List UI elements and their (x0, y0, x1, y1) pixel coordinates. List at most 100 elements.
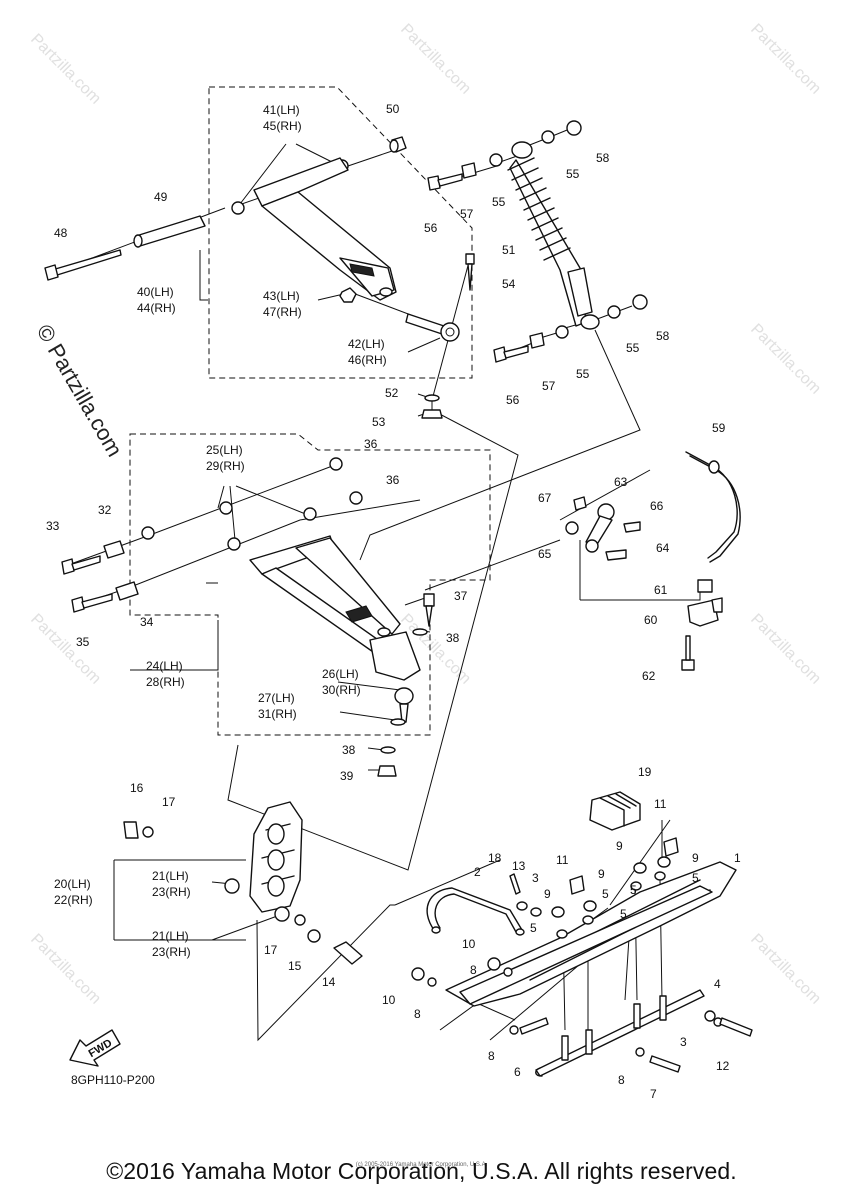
callout-5d: 5 (530, 921, 537, 935)
copyright-footer: ©2016 Yamaha Motor Corporation, U.S.A. A… (106, 1158, 737, 1184)
callout-53: 53 (372, 415, 386, 429)
callout-37: 37 (454, 589, 468, 603)
callout-8b: 8 (414, 1007, 421, 1021)
callout-28: 28(RH) (146, 675, 185, 689)
callout-9b: 9 (692, 851, 699, 865)
part-60-61-62-bracket (681, 579, 723, 671)
callout-63: 63 (614, 475, 628, 489)
callout-10b: 10 (382, 993, 396, 1007)
callout-31: 31(RH) (258, 707, 297, 721)
part-64-67-hardware (565, 496, 641, 561)
callout-19: 19 (638, 765, 652, 779)
callout-5a: 5 (692, 871, 699, 885)
callout-57a: 57 (460, 207, 474, 221)
callout-18: 18 (488, 851, 502, 865)
callout-36a: 36 (364, 437, 378, 451)
callout-20: 20(LH) (54, 877, 91, 891)
callout-36b: 36 (386, 473, 400, 487)
part-20-spindle (249, 801, 303, 913)
callout-21a: 21(LH) (152, 869, 189, 883)
callout-3b: 3 (680, 1035, 687, 1049)
callout-8c: 8 (488, 1049, 495, 1063)
watermark-text: Partzilla.com (747, 321, 824, 398)
callout-40: 40(LH) (137, 285, 174, 299)
callout-35: 35 (76, 635, 90, 649)
callout-55a: 55 (492, 195, 506, 209)
callout-3a: 3 (532, 871, 539, 885)
callout-2: 2 (474, 865, 481, 879)
part-42-ball-joint (405, 313, 460, 342)
callout-30: 30(RH) (322, 683, 361, 697)
callout-48: 48 (54, 226, 68, 240)
callout-32: 32 (98, 503, 112, 517)
callout-39: 39 (340, 769, 354, 783)
group-frames (129, 86, 491, 736)
callout-64: 64 (656, 541, 670, 555)
part-40-upper-arm (253, 157, 397, 301)
callout-23b: 23(RH) (152, 945, 191, 959)
callout-38b: 38 (342, 743, 356, 757)
callout-23a: 23(RH) (152, 885, 191, 899)
callout-41: 41(LH) (263, 103, 300, 117)
watermark-text: Partzilla.com (27, 31, 104, 108)
callout-54: 54 (502, 277, 516, 291)
callout-62: 62 (642, 669, 656, 683)
part-4-wear-bar (535, 989, 705, 1077)
part-1-ski (445, 861, 737, 1007)
watermark-text: Partzilla.com (747, 931, 824, 1008)
callout-10a: 10 (462, 937, 476, 951)
callout-58a: 58 (596, 151, 610, 165)
watermark-text: Partzilla.com (27, 931, 104, 1008)
callout-43: 43(LH) (263, 289, 300, 303)
callout-26: 26(LH) (322, 667, 359, 681)
callout-9a: 9 (616, 839, 623, 853)
part-48-bolt (44, 249, 122, 281)
part-55-57-58-hardware (461, 120, 648, 349)
callout-61: 61 (654, 583, 668, 597)
callout-25: 25(LH) (206, 443, 243, 457)
callout-50: 50 (386, 102, 400, 116)
diagram-code: 8GPH110-P200 (71, 1073, 155, 1087)
callout-49: 49 (154, 190, 168, 204)
callout-5e: 5 (620, 907, 627, 921)
callout-21b: 21(LH) (152, 929, 189, 943)
callout-11b: 11 (556, 853, 569, 867)
fwd-arrow-icon: FWD (69, 1029, 121, 1067)
watermark-text: Partzilla.com (397, 21, 474, 98)
part-49-sleeve (133, 215, 206, 248)
callout-11a: 11 (654, 797, 667, 811)
callout-52: 52 (385, 386, 399, 400)
callout-14: 14 (322, 975, 336, 989)
callout-45: 45(RH) (263, 119, 302, 133)
callout-1: 1 (734, 851, 741, 865)
part-43-nut (339, 287, 357, 303)
callout-17a: 17 (162, 795, 176, 809)
small-copyright: (c) 2005-2016 Yamaha Motor Corporation, … (355, 1162, 488, 1168)
part-36-bushings (219, 457, 363, 551)
callout-65: 65 (538, 547, 552, 561)
callout-33: 33 (46, 519, 60, 533)
callout-55b: 55 (566, 167, 580, 181)
callout-9c: 9 (598, 867, 605, 881)
callout-29: 29(RH) (206, 459, 245, 473)
part-53-nut (421, 409, 443, 419)
callout-56a: 56 (424, 221, 438, 235)
callout-60: 60 (644, 613, 658, 627)
callout-59: 59 (712, 421, 726, 435)
part-56-bolts (427, 173, 529, 363)
part-ski-hardware (411, 837, 753, 1077)
part-32-33-hardware (61, 526, 155, 575)
part-54-shock (507, 141, 600, 330)
part-59-cable (685, 451, 741, 563)
callout-34: 34 (140, 615, 154, 629)
watermark-text: Partzilla.com (747, 21, 824, 98)
part-34-35-hardware (71, 581, 139, 613)
part-52-washer (424, 394, 440, 402)
callout-17b: 17 (264, 943, 278, 957)
callout-58b: 58 (656, 329, 670, 343)
part-2-handle (426, 887, 525, 936)
callout-66: 66 (650, 499, 664, 513)
callout-44: 44(RH) (137, 301, 176, 315)
callout-labels: 50 41(LH) 45(RH) 49 48 40(LH) 44(RH) 43(… (46, 102, 741, 1101)
